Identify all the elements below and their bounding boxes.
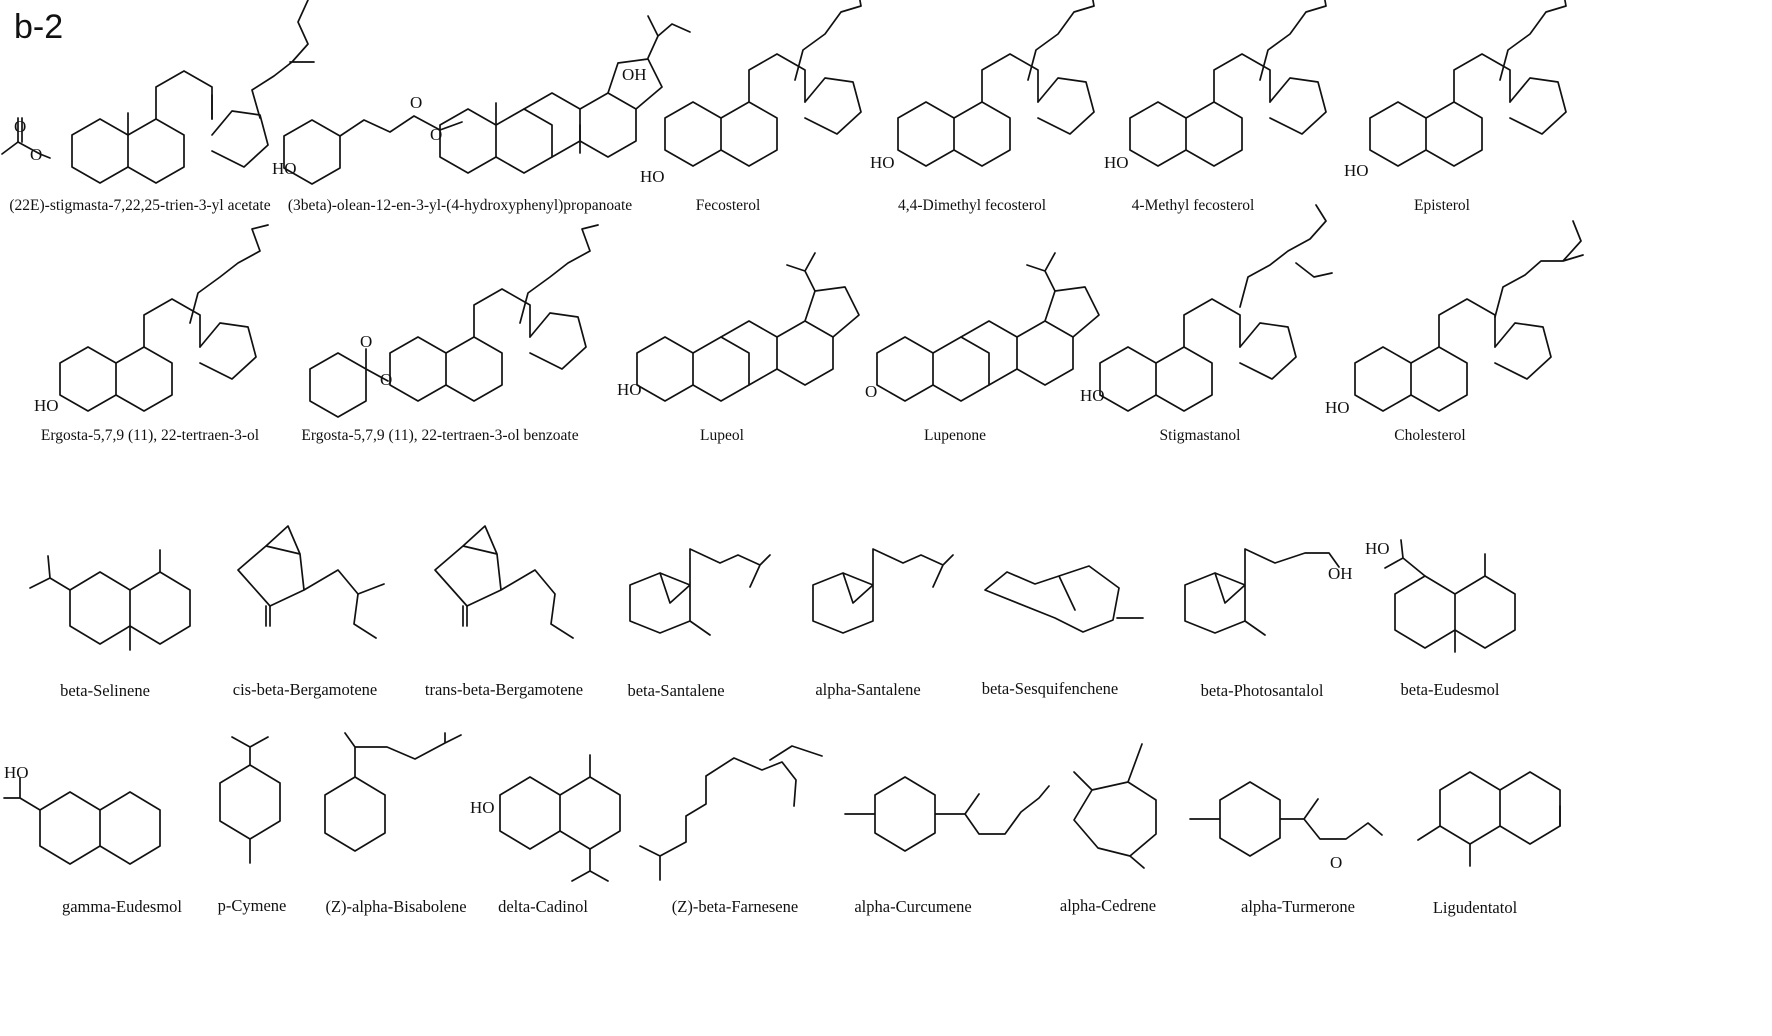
atom-o: O bbox=[30, 145, 42, 164]
atom-ho: HO bbox=[1365, 539, 1390, 558]
structure-gamma-eudesmol: HO bbox=[3, 763, 161, 865]
structure-cis-bergamotene bbox=[237, 525, 385, 639]
structure-z-beta-farnesene bbox=[639, 745, 823, 881]
structure-methyl-fecosterol: HO bbox=[1104, 0, 1327, 172]
compound-name: Lupeol bbox=[700, 427, 744, 444]
compound-name: Fecosterol bbox=[695, 197, 761, 214]
atom-ho: HO bbox=[1325, 398, 1350, 417]
structure-delta-cadinol: HO bbox=[470, 754, 621, 882]
atom-ho: HO bbox=[1344, 161, 1369, 180]
structure-stigmasta-trienyl-acetate: O O bbox=[1, 0, 315, 184]
atom-ho: HO bbox=[640, 167, 665, 186]
structure-cholesterol: HO bbox=[1325, 220, 1584, 417]
compound-name: alpha-Curcumene bbox=[854, 897, 972, 916]
structure-z-alpha-bisabolene bbox=[324, 732, 462, 852]
structure-beta-sesquifenchene bbox=[984, 565, 1144, 633]
compound-name: beta-Eudesmol bbox=[1400, 680, 1500, 699]
compound-name: beta-Santalene bbox=[627, 681, 725, 700]
compound-name: Lupenone bbox=[924, 427, 986, 444]
structure-trans-bergamotene bbox=[434, 525, 574, 639]
structure-stigmastanol: HO bbox=[1080, 204, 1333, 412]
compound-name: alpha-Santalene bbox=[815, 680, 921, 699]
structure-alpha-curcumene bbox=[844, 776, 1050, 852]
structure-fecosterol: HO bbox=[640, 0, 862, 186]
structure-lupeol: HO bbox=[617, 252, 860, 402]
atom-o: O bbox=[14, 117, 26, 136]
structure-p-cymene bbox=[219, 736, 281, 864]
pentacyclic-core bbox=[439, 58, 663, 174]
compound-name: Stigmastanol bbox=[1159, 427, 1241, 444]
compound-name: Cholesterol bbox=[1394, 427, 1466, 444]
structure-beta-eudesmol: HO bbox=[1365, 539, 1516, 653]
compound-name: (Z)-beta-Farnesene bbox=[671, 897, 799, 916]
atom-ho: HO bbox=[4, 763, 29, 782]
compound-name: Ligudentatol bbox=[1432, 898, 1518, 917]
atom-o: O bbox=[360, 332, 372, 351]
compound-name: (Z)-alpha-Bisabolene bbox=[325, 897, 467, 916]
compound-name: beta-Selinene bbox=[60, 681, 150, 700]
structure-episterol: HO bbox=[1344, 0, 1567, 180]
structure-ergosta-tetraenol-benzoate: O O bbox=[309, 224, 599, 418]
compound-name: Episterol bbox=[1414, 197, 1470, 214]
compound-name: beta-Sesquifenchene bbox=[981, 679, 1119, 698]
compound-name: cis-beta-Bergamotene bbox=[232, 680, 378, 699]
compound-name: (3beta)-olean-12-en-3-yl-(4-hydroxypheny… bbox=[287, 197, 633, 214]
atom-o: O bbox=[865, 382, 877, 401]
compound-name: beta-Photosantalol bbox=[1200, 681, 1324, 700]
atom-ho: HO bbox=[1104, 153, 1129, 172]
compound-name: (22E)-stigmasta-7,22,25-trien-3-yl aceta… bbox=[9, 197, 271, 214]
structure-alpha-cedrene bbox=[1073, 743, 1157, 869]
compound-name: trans-beta-Bergamotene bbox=[424, 680, 584, 699]
atom-ho: HO bbox=[34, 396, 59, 415]
structure-dimethyl-fecosterol: HO bbox=[870, 0, 1095, 172]
atom-o: O bbox=[430, 125, 442, 144]
structure-beta-santalene bbox=[629, 548, 771, 636]
structure-ligudentatol bbox=[1417, 771, 1561, 867]
structure-ergosta-tetraenol: HO bbox=[34, 224, 269, 415]
atom-ho: HO bbox=[272, 159, 297, 178]
compound-name: Ergosta-5,7,9 (11), 22-tertraen-3-ol ben… bbox=[301, 427, 579, 444]
compound-name: delta-Cadinol bbox=[498, 897, 588, 916]
compound-name: Ergosta-5,7,9 (11), 22-tertraen-3-ol bbox=[40, 427, 260, 444]
structure-beta-photosantalol: OH bbox=[1184, 548, 1353, 636]
structure-olean-hydroxyphenyl-propanoate: OH HO O O bbox=[272, 15, 691, 185]
steroid-core bbox=[71, 70, 269, 184]
compound-name: 4,4-Dimethyl fecosterol bbox=[897, 197, 1047, 214]
atom-ho: HO bbox=[617, 380, 642, 399]
atom-ho: HO bbox=[870, 153, 895, 172]
atom-ho: HO bbox=[1080, 386, 1105, 405]
compound-name: 4-Methyl fecosterol bbox=[1131, 197, 1255, 214]
atom-oh: OH bbox=[622, 65, 647, 84]
compound-name: p-Cymene bbox=[217, 896, 287, 915]
atom-o: O bbox=[410, 93, 422, 112]
compound-name: gamma-Eudesmol bbox=[61, 897, 183, 916]
structure-alpha-santalene bbox=[812, 548, 954, 634]
panel-label: b-2 bbox=[14, 8, 64, 46]
atom-oh: OH bbox=[1328, 564, 1353, 583]
compound-name: alpha-Cedrene bbox=[1059, 896, 1157, 915]
atom-ho: HO bbox=[470, 798, 495, 817]
structure-alpha-turmerone: O bbox=[1189, 781, 1383, 872]
structure-beta-selinene bbox=[29, 549, 191, 651]
structure-lupenone: O bbox=[865, 252, 1100, 402]
atom-o: O bbox=[380, 370, 392, 389]
compound-name: alpha-Turmerone bbox=[1241, 897, 1355, 916]
atom-o: O bbox=[1330, 853, 1342, 872]
